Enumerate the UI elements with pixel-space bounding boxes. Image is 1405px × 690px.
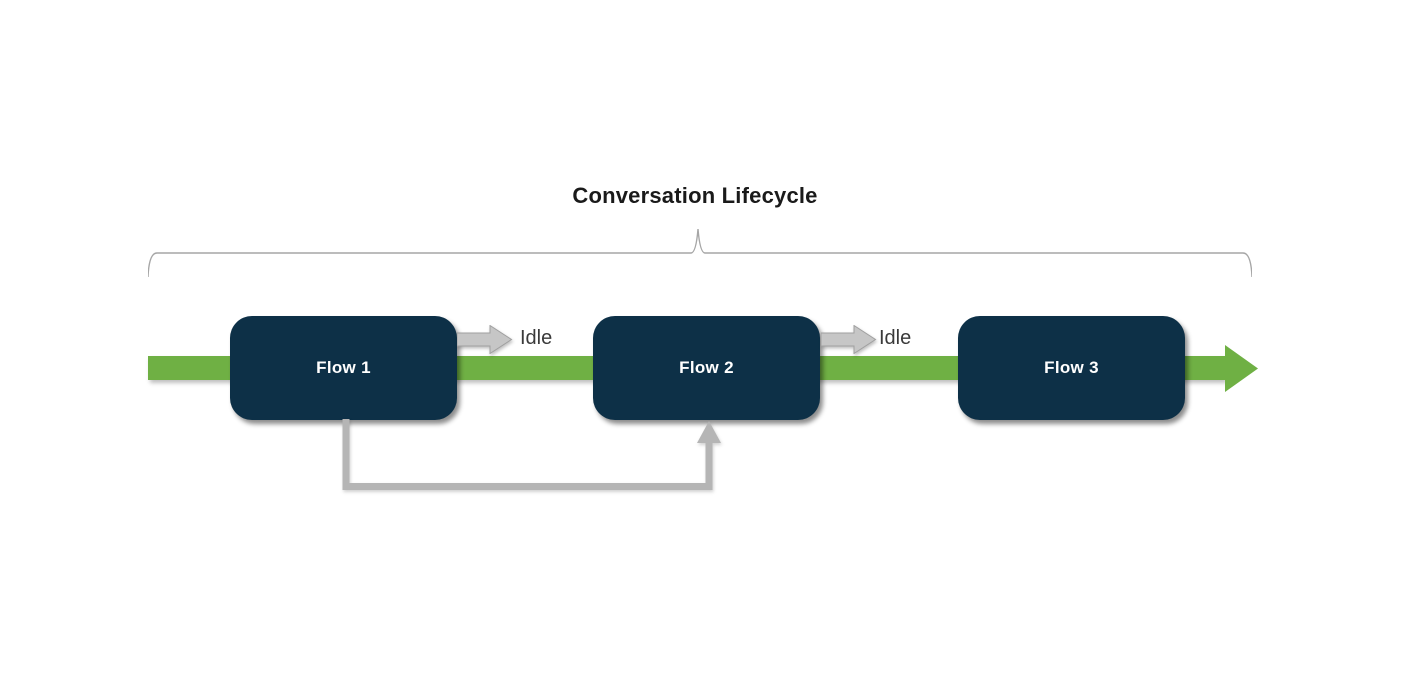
loopback-arrowhead-icon (697, 421, 721, 443)
flow-box-3-label: Flow 3 (1044, 358, 1099, 377)
flow-box-2-label: Flow 2 (679, 358, 734, 377)
idle-arrow-icon-1 (457, 325, 513, 354)
brace-shape (148, 228, 1252, 278)
flow-box-3: Flow 3 (958, 316, 1185, 420)
idle-label-2: Idle (879, 327, 912, 349)
timeline-arrowhead-icon (1225, 345, 1258, 392)
flow-box-1: Flow 1 (230, 316, 457, 420)
diagram-title: Conversation Lifecycle (572, 183, 818, 208)
loopback-connector (342, 419, 721, 490)
idle-label-1: Idle (520, 327, 553, 349)
flow-box-1-label: Flow 1 (316, 358, 371, 377)
flow-box-2: Flow 2 (593, 316, 820, 420)
idle-arrow-icon-2 (821, 325, 877, 354)
